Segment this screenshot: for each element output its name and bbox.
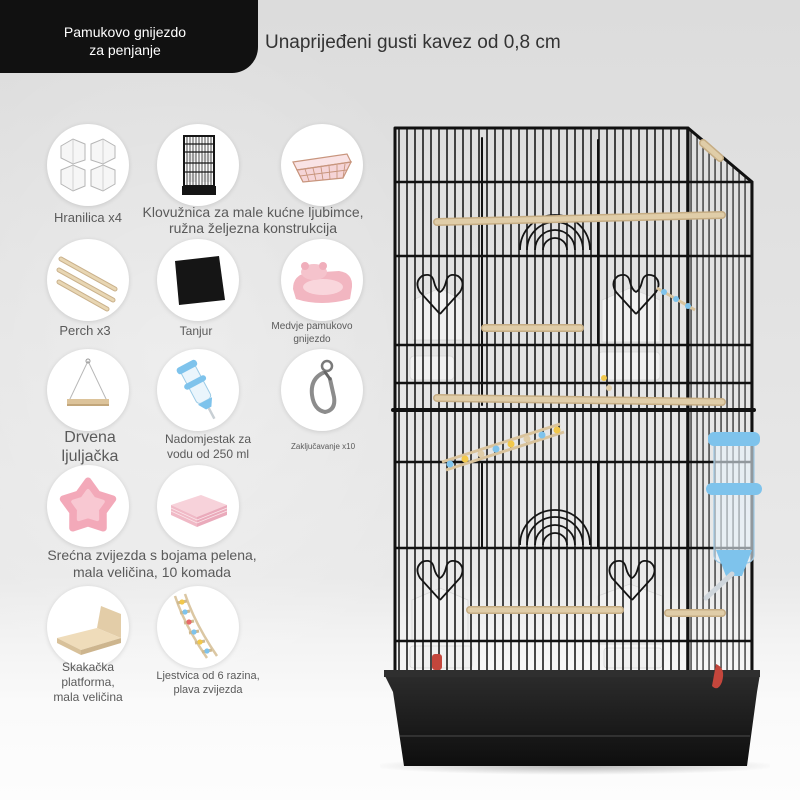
climbing-ladder-icon [173,593,219,659]
caption-line: Perch x3 [59,323,111,338]
accessory-star-bowl [47,465,129,547]
badge-line-1: Pamukovo gnijezdo [63,24,187,40]
bird-cage-icon [380,126,770,775]
caption-perches: Perch x3 [59,323,110,339]
cage-bead-ladder [441,286,696,472]
corner-badge: Pamukovo gnijezdo za penjanje [0,0,258,73]
red-tray-clips [432,654,724,689]
caption-line: Drvena [64,429,116,446]
water-bottle-icon [176,359,216,420]
wooden-swing-icon [67,358,109,406]
caption-line: mala veličina [53,690,123,704]
accessory-carabiner [281,349,363,431]
caption-swing: Drvena ljuljačka [62,428,119,466]
bead-ladder [173,593,219,659]
perch-sticks [56,256,118,312]
cage-arch-ornaments [416,214,660,601]
jumping-platform-icon [57,606,121,655]
page-title: Unaprijeđeni gusti kavez od 0,8 cm [265,32,561,53]
water-bottle [176,359,216,420]
black-liner-icon [175,256,225,305]
caption-line: Medvje pamukovo [271,321,353,332]
caption-line: Zaključavanje x10 [290,442,356,451]
wooden-platform [57,606,121,655]
accessory-perches [47,239,129,321]
carabiner-clip-icon [309,359,337,415]
caption-platform: Skakačka platforma, mala veličina [53,660,122,705]
caption-line: Hranilica x4 [54,210,122,225]
small-cage-icon [182,135,216,195]
caption-line: vodu od 250 ml [166,447,250,461]
pink-cotton-nest-icon [293,262,353,303]
accessory-wire-basket [281,124,363,206]
caption-small-cage: Klovužnica za male kućne ljubimce, ružna… [143,204,364,236]
pink-pads-icon [170,495,228,527]
badge-text: Pamukovo gnijezdo za penjanje [0,23,250,59]
accessory-feeder [47,124,129,206]
cage-tray [384,670,760,766]
caption-line: Skakačka [61,660,115,674]
accessory-water-bottle [157,349,239,431]
feeder-icon [60,138,116,192]
accessory-liner [157,239,239,321]
pink-nest [293,262,353,303]
star-bowl-icon [59,477,117,532]
caption-star-bowl-pads: Srećna zvijezda s bojama pelena, mala ve… [47,547,256,581]
accessory-small-cage [157,124,239,206]
caption-line: ljuljačka [61,448,119,465]
caption-liner: Tanjur [180,324,213,338]
accessory-cotton-nest [281,239,363,321]
caption-line: platforma, [61,675,115,689]
small-cage-body [182,135,216,195]
caption-feeder: Hranilica x4 [54,210,122,226]
accessory-swing [47,349,129,431]
caption-line: Nadomjestak za [164,432,252,446]
caption-line: ružna željezna konstrukcija [168,220,338,236]
caption-water-bottle: Nadomjestak za vodu od 250 ml [165,432,251,462]
caption-line: Srećna zvijezda s bojama pelena, [47,547,257,563]
cage-water-bottle [703,432,762,601]
wire-basket-icon [292,153,353,183]
caption-line: gnijezdo [293,334,331,345]
cage-perches [433,139,726,617]
perch-sticks-icon [56,256,118,312]
caption-carabiner: Zaključavanje x10 [291,442,355,452]
caption-cotton-nest: Medvje pamukovo gnijezdo [271,320,352,346]
wooden-swing [67,358,109,406]
accessory-platform [47,586,129,668]
caption-line: Tanjur [179,324,213,338]
carabiner-clip [309,359,337,415]
caption-line: mala veličina, 10 komada [73,564,231,580]
accessory-ladder [157,586,239,668]
feeder-boxes [60,138,116,192]
badge-line-2: za penjanje [89,42,161,58]
caption-line: Klovužnica za male kućne ljubimce, [142,204,364,220]
feeder-edges [72,139,104,191]
star-bowl [59,477,117,532]
caption-line: Ljestvica od 6 razina, [156,670,260,682]
pink-pads [170,495,228,527]
caption-line: plava zvijezda [173,684,243,696]
accessory-pads [157,465,239,547]
caption-ladder: Ljestvica od 6 razina, plava zvijezda [156,669,259,697]
wire-basket [292,153,353,183]
black-liner [175,256,225,305]
